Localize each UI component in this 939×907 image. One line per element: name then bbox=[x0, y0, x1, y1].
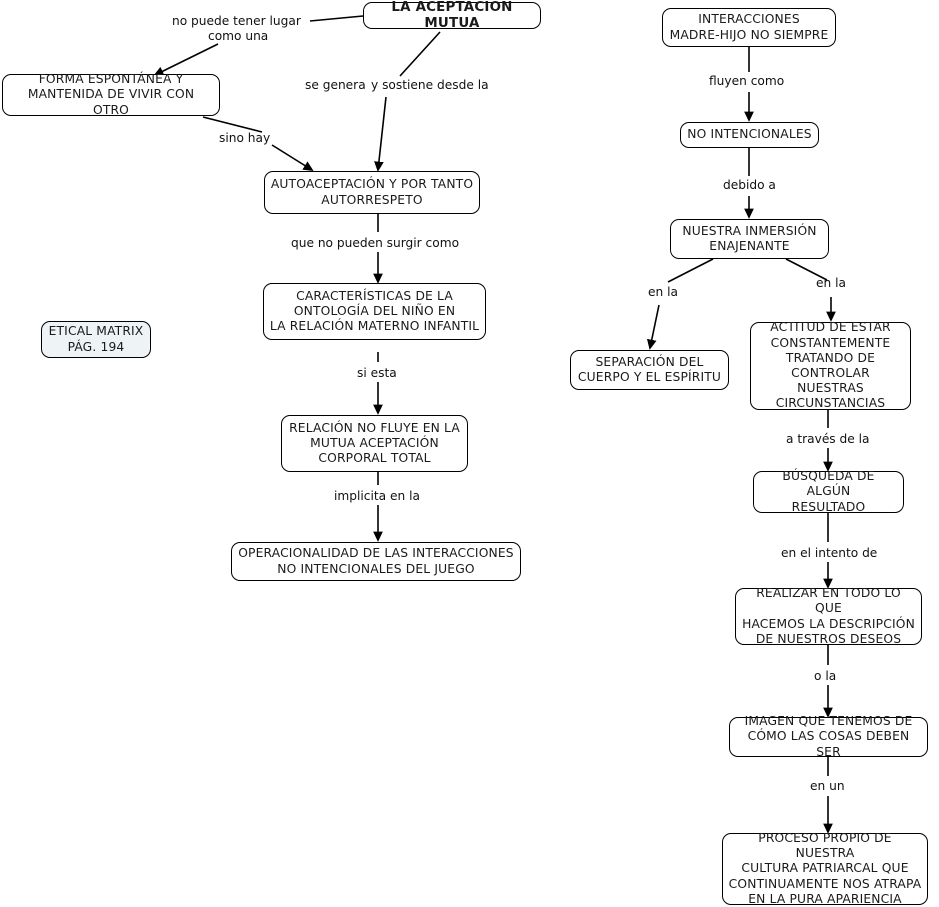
edge-root-to-forma-segment2 bbox=[153, 43, 219, 76]
edge-label-si-esta: si esta bbox=[357, 366, 397, 380]
node-la-aceptacion-mutua[interactable]: LA ACEPTACIÓN MUTUA bbox=[363, 0, 541, 31]
edge-label-en-el-intento-de: en el intento de bbox=[781, 546, 878, 560]
edge-label-o-la: o la bbox=[814, 669, 837, 683]
edge-label-no-puede-tener-lugar: no puede tener lugar bbox=[172, 14, 301, 28]
edge-label-debido-a: debido a bbox=[723, 178, 776, 192]
edge-root-to-autoaceptacion-segment2 bbox=[374, 96, 387, 172]
edge-forma-to-autoaceptacion-segment2 bbox=[271, 144, 314, 171]
edge-label-en-la-derecha: en la bbox=[816, 276, 846, 290]
edge-root-to-forma-segment1 bbox=[309, 15, 364, 22]
edge-label-en-un: en un bbox=[810, 779, 845, 793]
edge-root-to-autoaceptacion-segment1 bbox=[399, 31, 441, 77]
edge-inmersion-to-actitud-segment1 bbox=[785, 258, 828, 281]
edge-forma-to-autoaceptacion-segment1 bbox=[202, 116, 263, 133]
edge-label-y-sostiene-desde-la: y sostiene desde la bbox=[371, 78, 489, 92]
edge-label-sino-hay: sino hay bbox=[219, 131, 271, 145]
edge-inmersion-to-separacion-segment1 bbox=[667, 258, 714, 283]
edge-label-como-una: como una bbox=[208, 29, 269, 43]
edge-label-fluyen-como: fluyen como bbox=[709, 74, 785, 88]
edge-label-que-no-pueden-surgir-como: que no pueden surgir como bbox=[291, 236, 460, 250]
edge-inmersion-to-separacion-segment2 bbox=[646, 304, 660, 350]
node-no-intencionales[interactable]: NO INTENCIONALES bbox=[680, 122, 819, 148]
edge-label-implicita-en-la: implicita en la bbox=[334, 489, 420, 503]
edge-label-en-la-izquierda: en la bbox=[648, 285, 678, 299]
edge-label-a-traves-de-la: a través de la bbox=[786, 432, 870, 446]
edge-label-se-genera: se genera bbox=[305, 78, 366, 92]
